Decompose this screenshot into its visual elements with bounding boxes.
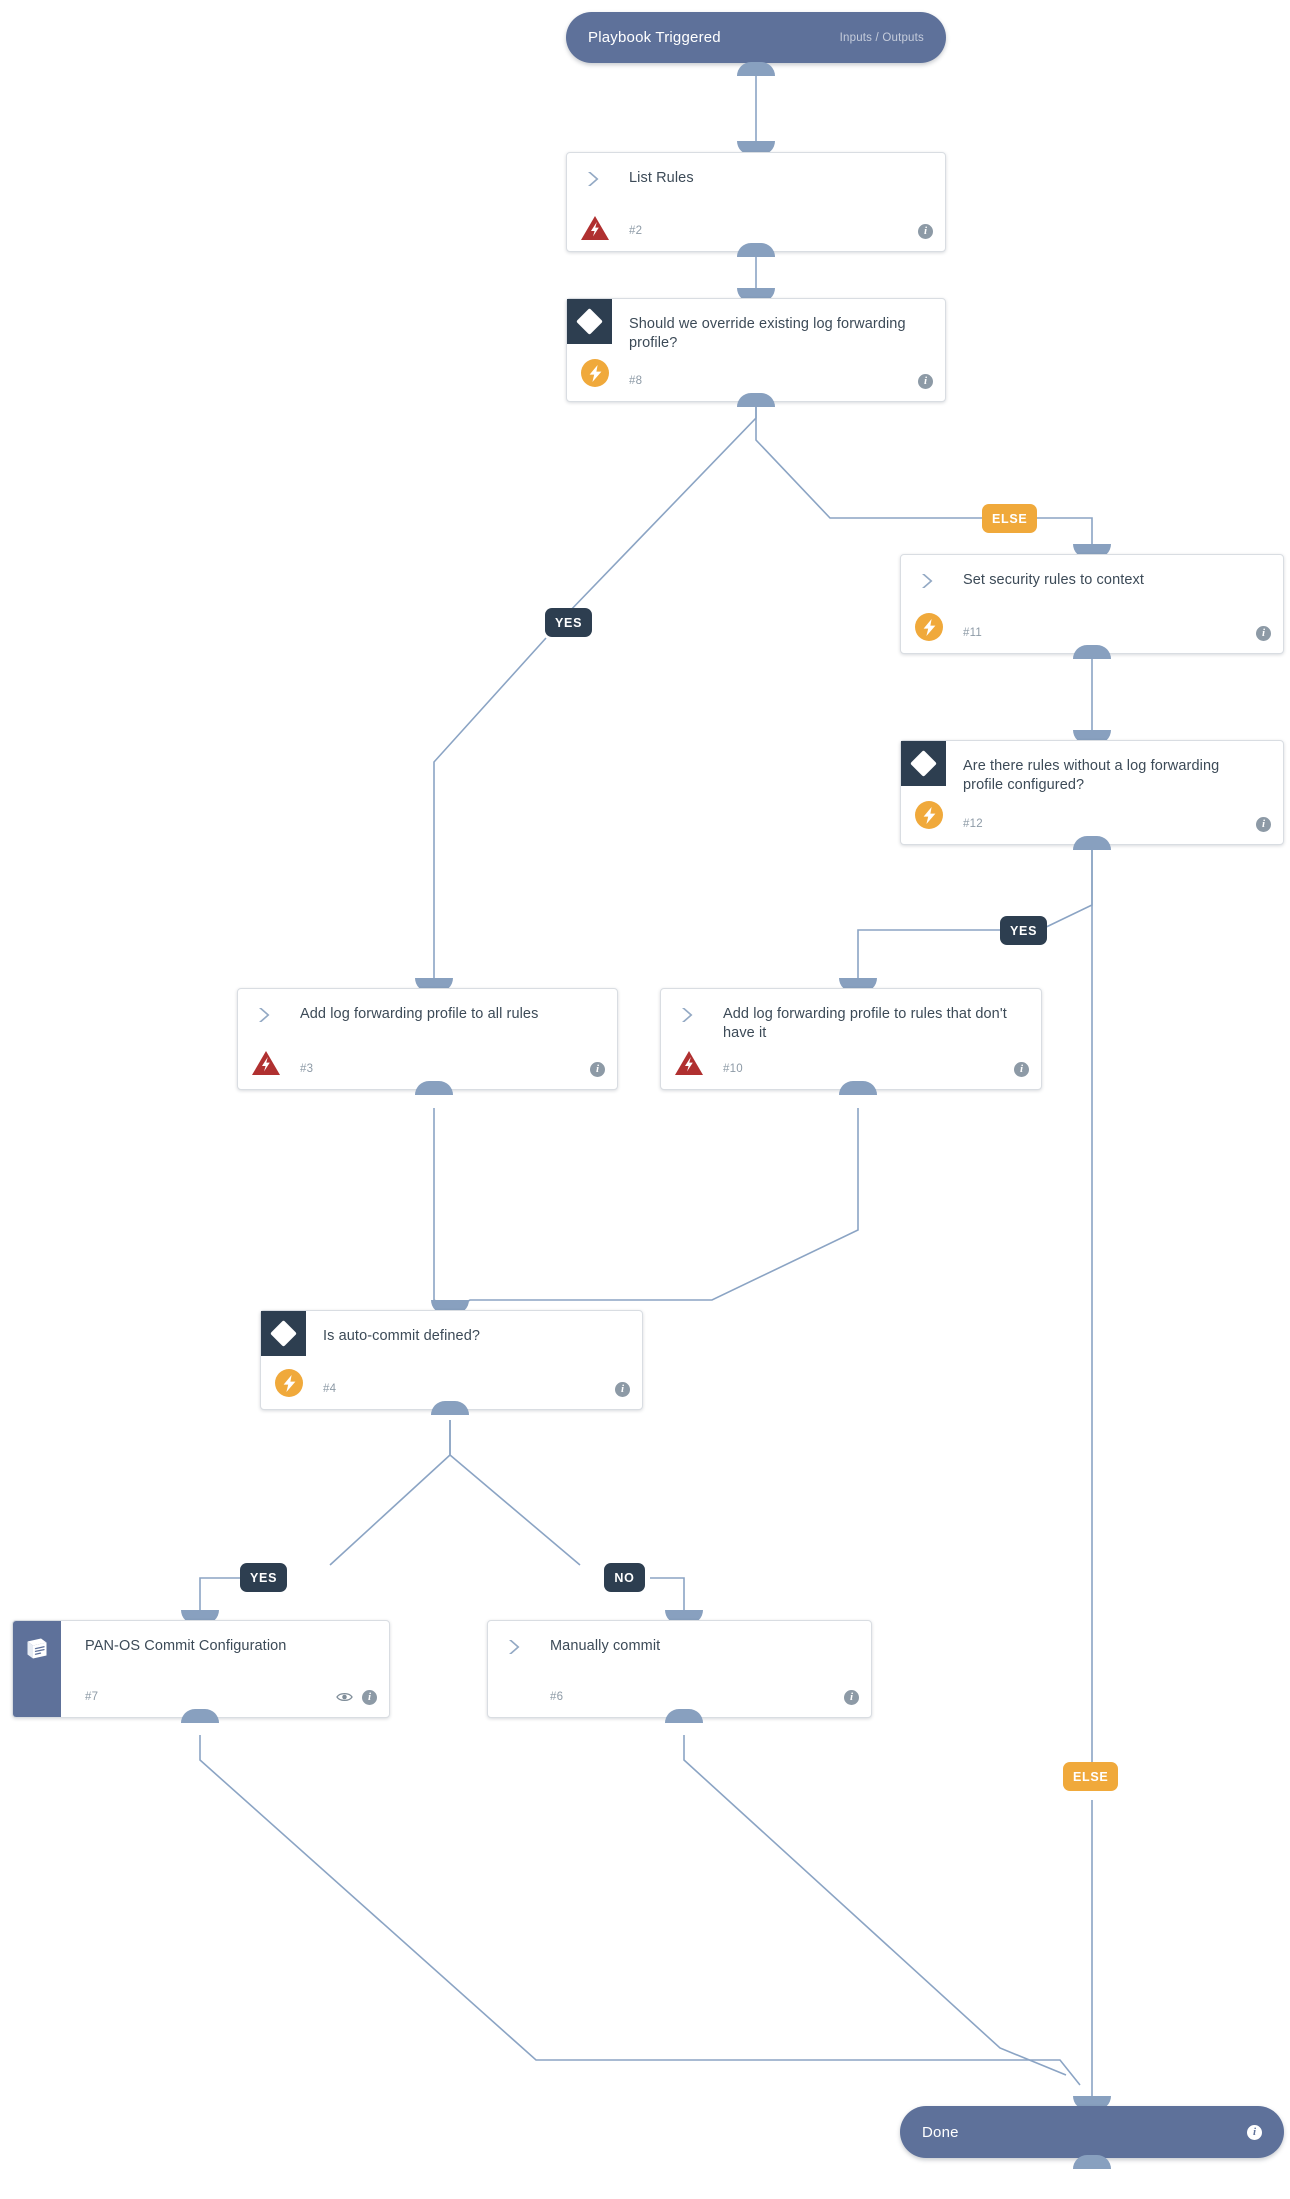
branch-text: YES: [1010, 923, 1038, 938]
condition-badge: [567, 299, 612, 344]
automation-bolt-icon: [915, 613, 943, 641]
port-manual-bottom: [665, 1709, 703, 1723]
automation-bolt-icon: [581, 359, 609, 387]
branch-label-override-yes: YES: [545, 608, 593, 637]
chevron-icon: [682, 1008, 693, 1022]
branch-label-rules-without-else: ELSE: [1063, 1762, 1119, 1791]
port-rules-without-bottom: [1073, 836, 1111, 850]
branch-text: ELSE: [992, 511, 1028, 526]
node-set-security-rules-to-context[interactable]: Set security rules to context #11 i: [900, 554, 1284, 654]
error-warning-icon: [581, 216, 609, 240]
condition-badge: [901, 741, 946, 786]
branch-label-autocommit-yes: YES: [240, 1563, 288, 1592]
list-rules-number: #2: [629, 225, 643, 237]
chevron-icon: [922, 574, 933, 588]
should-override-title: Should we override existing log forwardi…: [629, 316, 906, 351]
branch-text: ELSE: [1073, 1769, 1109, 1784]
info-icon[interactable]: i: [590, 1061, 605, 1077]
node-manually-commit[interactable]: Manually commit #6 i: [487, 1620, 872, 1718]
add-missing-title: Add log forwarding profile to rules that…: [723, 1006, 1007, 1041]
chevron-icon: [259, 1008, 270, 1022]
info-icon[interactable]: i: [615, 1381, 630, 1397]
branch-label-override-else: ELSE: [982, 504, 1038, 533]
add-missing-number: #10: [723, 1063, 743, 1075]
manual-commit-title: Manually commit: [550, 1638, 661, 1654]
port-add-missing-bottom: [839, 1081, 877, 1095]
add-all-number: #3: [300, 1063, 314, 1075]
should-override-number: #8: [629, 375, 643, 387]
manual-commit-number: #6: [550, 1691, 564, 1703]
set-context-title: Set security rules to context: [963, 572, 1145, 588]
port-panos-bottom: [181, 1709, 219, 1723]
info-icon[interactable]: i: [918, 223, 933, 239]
node-list-rules[interactable]: List Rules #2 i: [566, 152, 946, 252]
port-add-all-bottom: [415, 1081, 453, 1095]
info-icon[interactable]: i: [1256, 816, 1271, 832]
chevron-icon: [509, 1640, 520, 1654]
port-set-context-bottom: [1073, 645, 1111, 659]
node-add-profile-missing-rules[interactable]: Add log forwarding profile to rules that…: [660, 988, 1042, 1090]
node-done[interactable]: Done i: [900, 2106, 1284, 2158]
info-icon[interactable]: i: [918, 373, 933, 389]
inputs-outputs-link[interactable]: Inputs / Outputs: [839, 31, 924, 44]
node-should-override-condition[interactable]: Should we override existing log forwardi…: [566, 298, 946, 402]
branch-text: YES: [555, 615, 583, 630]
panos-commit-title: PAN-OS Commit Configuration: [85, 1638, 287, 1654]
node-playbook-triggered[interactable]: Playbook Triggered Inputs / Outputs: [566, 12, 946, 63]
info-icon[interactable]: i: [844, 1689, 859, 1705]
port-done-bottom: [1073, 2155, 1111, 2169]
set-context-number: #11: [963, 627, 982, 639]
info-icon[interactable]: i: [362, 1689, 377, 1705]
port-list-rules-bottom: [737, 243, 775, 257]
done-label: Done: [922, 2123, 959, 2141]
autocommit-number: #4: [323, 1383, 337, 1395]
node-add-profile-all-rules[interactable]: Add log forwarding profile to all rules …: [237, 988, 618, 1090]
info-icon[interactable]: i: [1256, 625, 1271, 641]
list-rules-title: List Rules: [629, 170, 694, 186]
info-icon[interactable]: i: [1247, 2124, 1262, 2140]
condition-badge: [261, 1311, 306, 1356]
panos-commit-number: #7: [85, 1691, 99, 1703]
error-warning-icon: [252, 1051, 280, 1075]
info-icon[interactable]: i: [1014, 1061, 1029, 1077]
rules-without-title: Are there rules without a log forwarding…: [963, 758, 1220, 793]
autocommit-title: Is auto-commit defined?: [323, 1328, 481, 1344]
node-panos-commit-configuration[interactable]: PAN-OS Commit Configuration #7 i: [12, 1620, 390, 1718]
rules-without-number: #12: [963, 818, 983, 830]
node-rules-without-profile-condition[interactable]: Are there rules without a log forwarding…: [900, 740, 1284, 845]
port-start-bottom: [737, 62, 775, 76]
branch-label-autocommit-no: NO: [604, 1563, 645, 1592]
branch-label-rules-without-yes: YES: [1000, 916, 1048, 945]
port-list-rules-top: [737, 141, 775, 155]
playbook-triggered-label: Playbook Triggered: [588, 29, 721, 46]
playbook-book-icon: [27, 1638, 47, 1659]
port-autocommit-bottom: [431, 1401, 469, 1415]
chevron-icon: [588, 172, 599, 186]
branch-text: YES: [250, 1570, 278, 1585]
error-warning-icon: [675, 1051, 703, 1075]
branch-text: NO: [614, 1570, 635, 1585]
automation-bolt-icon: [275, 1369, 303, 1397]
port-override-bottom: [737, 393, 775, 407]
sub-playbook-badge: [13, 1621, 61, 1717]
node-is-autocommit-defined[interactable]: Is auto-commit defined? #4 i: [260, 1310, 643, 1410]
add-all-title: Add log forwarding profile to all rules: [300, 1006, 539, 1022]
automation-bolt-icon: [915, 801, 943, 829]
eye-icon[interactable]: [336, 1691, 353, 1703]
